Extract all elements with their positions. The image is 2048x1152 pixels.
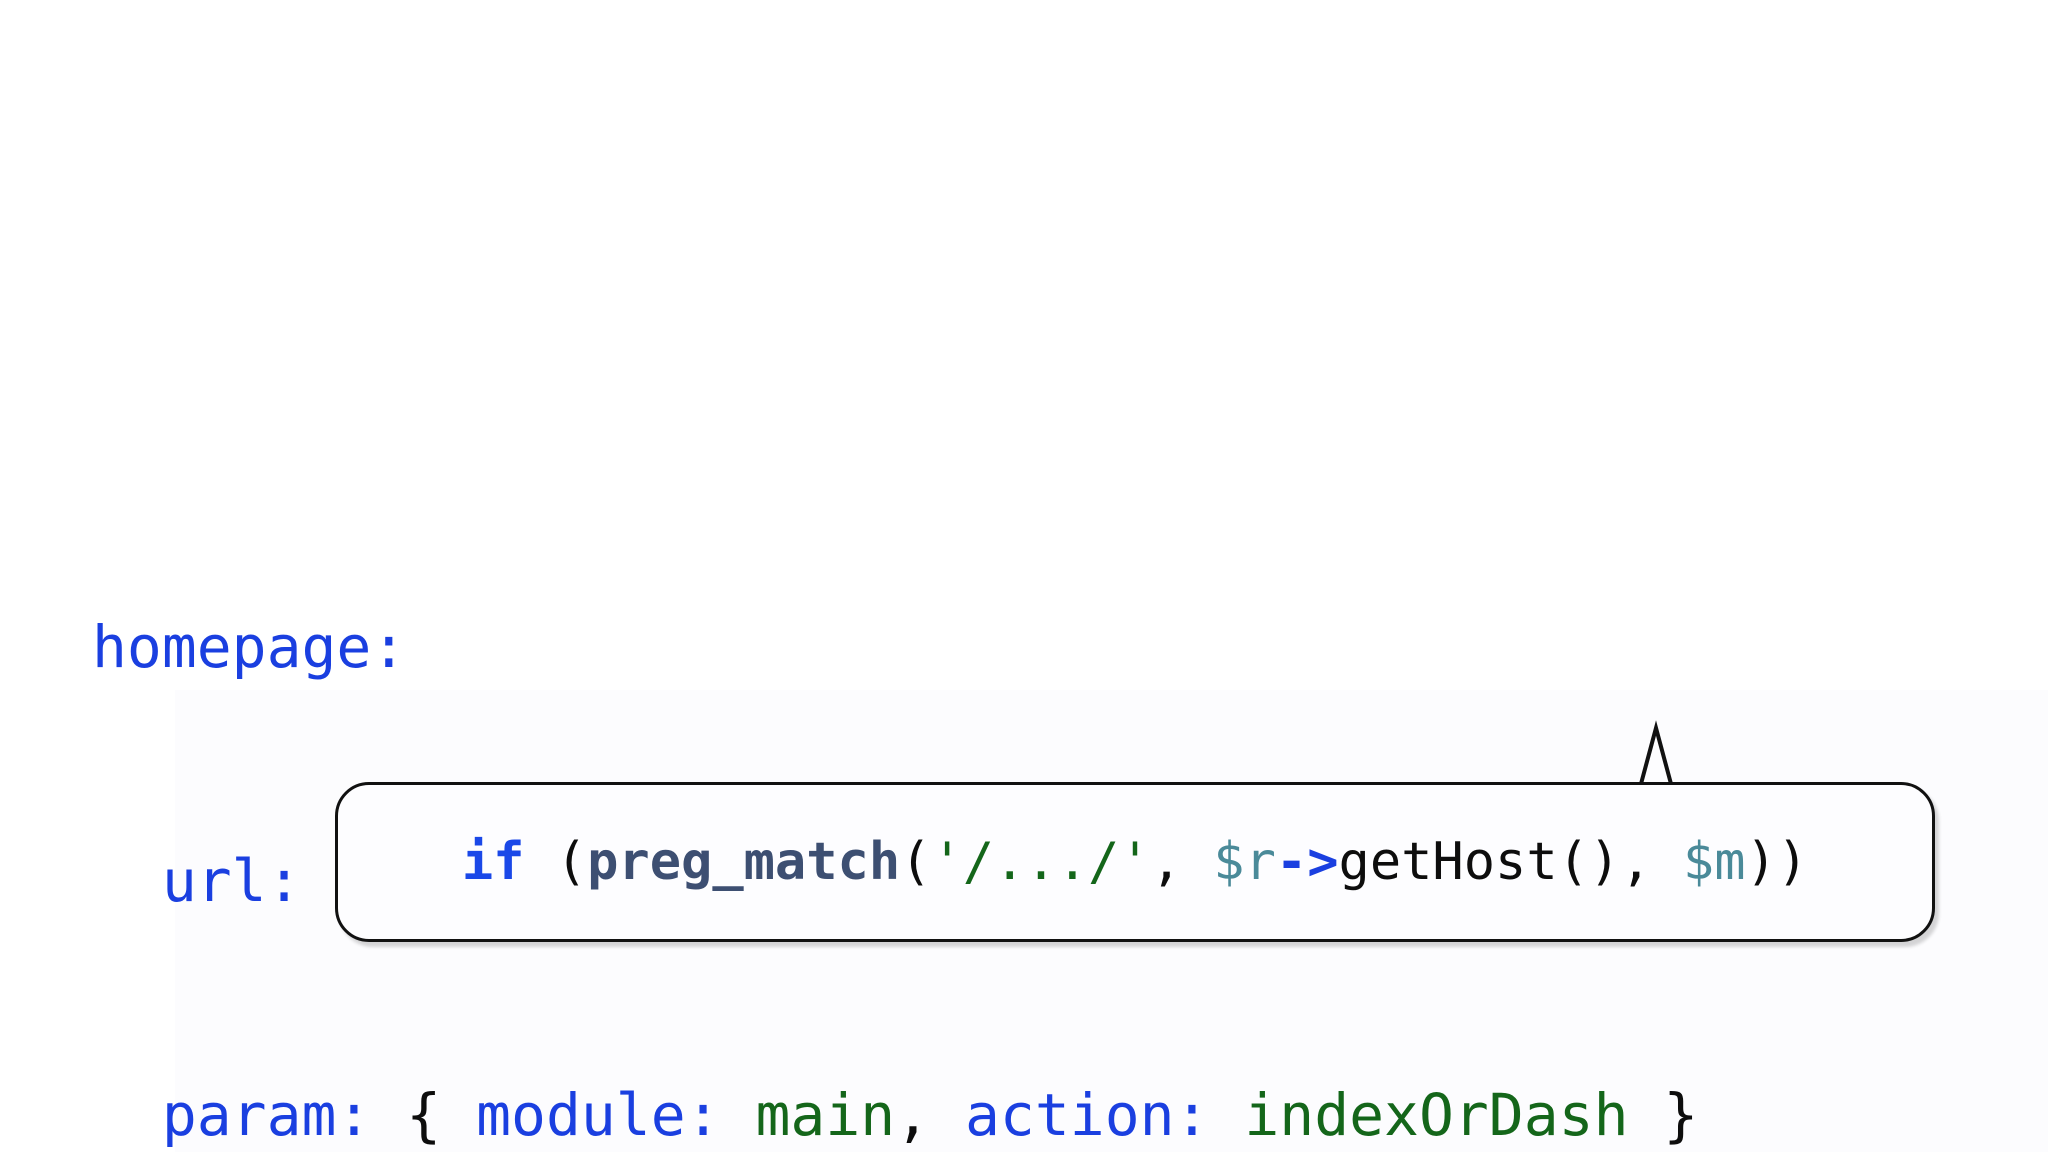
token-plain: )) xyxy=(1745,832,1809,892)
token-punc: { xyxy=(406,1081,442,1149)
token-variable: $m xyxy=(1682,832,1746,892)
token-key: homepage: xyxy=(92,613,407,681)
token-space xyxy=(1652,832,1683,892)
yaml-line-homepage: homepage: xyxy=(92,608,1698,686)
token-punc: , xyxy=(895,1081,931,1149)
token-plain: ( xyxy=(555,832,588,892)
token-plain: , xyxy=(1150,832,1182,892)
token-space xyxy=(524,832,555,892)
token-key: param: xyxy=(161,1081,372,1149)
token-key: url: xyxy=(161,847,302,915)
token-keyword: if xyxy=(461,832,525,892)
token-space xyxy=(441,1081,476,1149)
callout-bubble: if (preg_match('/.../', $r->getHost(), $… xyxy=(335,782,1935,942)
token-space xyxy=(1628,1081,1663,1149)
token-string: '/.../' xyxy=(931,832,1151,892)
token-space xyxy=(371,1081,406,1149)
indent xyxy=(92,1081,162,1149)
token-punc: } xyxy=(1663,1081,1699,1149)
token-space xyxy=(930,1081,965,1149)
token-space xyxy=(1209,1081,1244,1149)
token-plain: ( xyxy=(900,832,932,892)
callout-code-text: if (preg_match('/.../', $r->getHost(), $… xyxy=(338,785,1932,939)
yaml-code-block: homepage: url: / param: { module: main, … xyxy=(92,452,1698,1152)
token-key: module: xyxy=(476,1081,721,1149)
token-variable: $r xyxy=(1213,832,1276,892)
token-space xyxy=(1182,832,1213,892)
token-arrow: -> xyxy=(1275,832,1339,892)
token-plain: , xyxy=(1620,832,1652,892)
token-key: action: xyxy=(965,1081,1210,1149)
indent xyxy=(92,847,162,915)
token-plain: getHost() xyxy=(1338,832,1621,892)
token-value: indexOrDash xyxy=(1244,1081,1629,1149)
yaml-line-param: param: { module: main, action: indexOrDa… xyxy=(92,1076,1698,1152)
token-value: main xyxy=(755,1081,896,1149)
token-function: preg_match xyxy=(587,832,901,892)
token-space xyxy=(721,1081,756,1149)
